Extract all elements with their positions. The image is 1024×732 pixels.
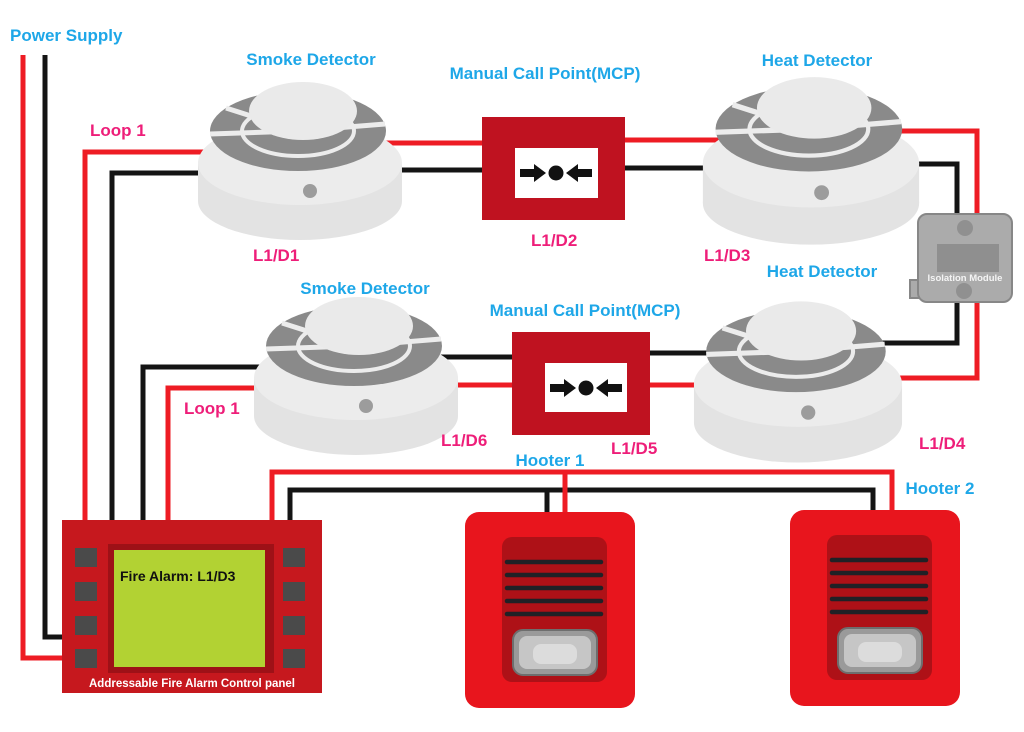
isolation-module: Isolation Module	[909, 213, 1013, 303]
panel-button	[75, 548, 97, 567]
heat-detector-1	[703, 77, 919, 244]
panel-button	[283, 616, 305, 635]
hooter-bus-red-wire	[269, 469, 895, 525]
hooter-2	[790, 510, 960, 706]
labels-layer: Power Supply Loop 1 Smoke Detector Manua…	[10, 26, 974, 498]
address-l1d4: L1/D4	[919, 434, 966, 453]
module-display	[937, 244, 999, 272]
address-l1d1: L1/D1	[253, 246, 299, 265]
module-screw-top	[957, 220, 973, 236]
loop1-out-red-wire	[82, 149, 220, 525]
hooter-1	[465, 512, 635, 708]
panel-name-label: Addressable Fire Alarm Control panel	[89, 678, 295, 690]
loop1-return-label: Loop 1	[184, 399, 240, 418]
lcd-message: Fire Alarm: L1/D3	[120, 568, 236, 584]
smoke-detector-1	[198, 82, 402, 240]
address-l1d2: L1/D2	[531, 231, 577, 250]
hooter-1-label: Hooter 1	[516, 451, 585, 470]
loop1-top-label: Loop 1	[90, 121, 146, 140]
manual-call-point-2	[512, 332, 650, 435]
smoke-detector-2-label: Smoke Detector	[300, 279, 430, 298]
power-supply-black-wire	[42, 55, 70, 640]
mcp-2-label: Manual Call Point(MCP)	[490, 301, 681, 320]
heat-detector-2	[694, 301, 902, 462]
panel-button	[75, 616, 97, 635]
mcp-1-label: Manual Call Point(MCP)	[450, 64, 641, 83]
hooter-bus-black-wire	[287, 487, 876, 525]
panel-button	[283, 649, 305, 668]
manual-call-point-1	[482, 117, 625, 220]
hooter-2-label: Hooter 2	[906, 479, 975, 498]
loop1-return-black-wire	[140, 364, 280, 525]
panel-button	[75, 582, 97, 601]
fire-alarm-control-panel: Fire Alarm: L1/D3 Addressable Fire Alarm…	[62, 520, 322, 693]
smoke-detector-2	[254, 297, 458, 455]
heat-detector-1-label: Heat Detector	[762, 51, 873, 70]
loop1-return-red-wire	[165, 385, 280, 525]
panel-lcd-screen	[114, 550, 265, 667]
loop1-out-black-wire	[109, 170, 220, 525]
panel-buttons	[75, 548, 305, 668]
module-screw-bottom	[956, 283, 972, 299]
power-supply-label: Power Supply	[10, 26, 123, 45]
panel-button	[283, 548, 305, 567]
isolation-module-label: Isolation Module	[928, 273, 1003, 284]
address-l1d5: L1/D5	[611, 439, 657, 458]
power-supply-red-wire	[20, 55, 70, 661]
heat-detector-2-label: Heat Detector	[767, 262, 878, 281]
smoke-detector-1-label: Smoke Detector	[246, 50, 376, 69]
panel-button	[75, 649, 97, 668]
address-l1d3: L1/D3	[704, 246, 750, 265]
panel-button	[283, 582, 305, 601]
address-l1d6: L1/D6	[441, 431, 487, 450]
